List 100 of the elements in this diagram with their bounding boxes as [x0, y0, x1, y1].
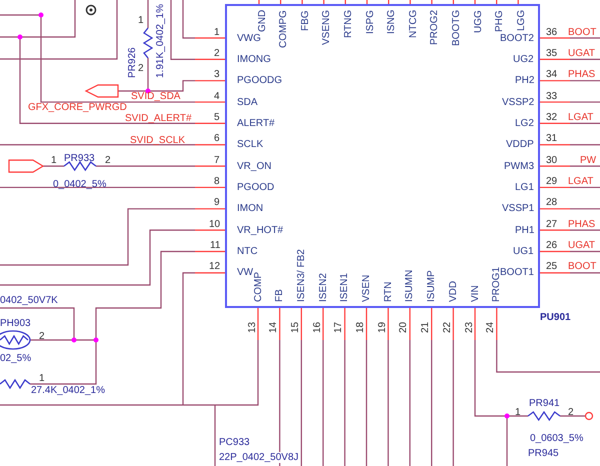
pin-number: 11 [210, 240, 220, 251]
pin-name: ISNG [386, 10, 398, 34]
pin-name: PWM3 [504, 160, 534, 172]
pin-name: BOOT1 [500, 267, 534, 278]
pin-name: SCLK [237, 139, 264, 150]
pin-name: PROG2 [429, 10, 440, 45]
pin-name: ALERT# [237, 118, 275, 129]
pin-name: UG2 [513, 54, 534, 65]
pin-number: 36 [546, 26, 558, 38]
pin-name: VDDP [506, 139, 534, 150]
pin-number: 15 [290, 322, 301, 333]
pin-number: 18 [355, 322, 366, 333]
pin-number: 12 [209, 261, 220, 272]
pin-number: 1 [138, 14, 144, 26]
component-label: PC933 [219, 436, 250, 448]
pin-name: VSEN [361, 274, 372, 302]
net-label: LGAT [568, 112, 594, 123]
pin-name: FB [274, 289, 286, 302]
pin-number: 1 [51, 154, 57, 166]
pin-name: ISUMP [426, 270, 438, 302]
pin-number: 22 [442, 322, 453, 333]
net-label: SVID_SCLK [130, 134, 186, 146]
pin-name: RTN [382, 282, 394, 302]
pin-name: LG2 [515, 118, 534, 129]
pin-name: BOOT2 [500, 32, 534, 44]
pin-number: 33 [546, 90, 558, 102]
net-label: UGAT [568, 48, 596, 59]
pin-number: 35 [546, 48, 558, 59]
pin-name: VSENG [321, 10, 332, 45]
net-label: LGAT [568, 176, 594, 187]
pin-name: COMPG [278, 10, 290, 48]
pin-name: IMONG [237, 54, 271, 65]
pin-number: 32 [546, 112, 558, 123]
pin-number: 1 [39, 372, 45, 384]
pin-name: ISUMN [404, 270, 416, 302]
net-label: PHAS [568, 218, 596, 230]
pin-name: VR_HOT# [237, 224, 284, 236]
pin-number: 31 [546, 133, 558, 144]
pin-name: PH1 [515, 224, 534, 236]
pin-number: 9 [214, 197, 220, 208]
pin-number: 2 [568, 406, 574, 418]
pin-name: VIN [470, 285, 480, 302]
pin-number: 25 [546, 261, 558, 272]
pin-number: 27 [546, 218, 558, 230]
pin-number: 29 [546, 176, 558, 187]
pin-number: 23 [464, 322, 474, 333]
net-label: SVID_ALERT# [125, 112, 192, 124]
pin-number: 13 [246, 322, 258, 333]
pin-name: ISEN1 [339, 273, 350, 302]
pin-number: 7 [214, 154, 220, 166]
pin-name: PGOOD [237, 182, 274, 193]
pin-name: UG1 [513, 246, 534, 257]
pin-name: VDD [448, 280, 459, 302]
pin-number: 28 [546, 197, 558, 208]
component-label: PH903 [0, 318, 31, 328]
pin-name: VSSP1 [502, 203, 534, 214]
pin-number: 1 [515, 406, 521, 418]
pin-number: 17 [333, 322, 344, 333]
component-label: PR933 [64, 152, 95, 164]
component-label: 1.91K_0402_1% [154, 4, 166, 78]
component-label: PR941 [529, 398, 560, 408]
pin-number: 3 [214, 69, 220, 80]
component-label: 27.4K_0402_1% [31, 384, 105, 396]
pin-name: VW [237, 267, 254, 278]
component-label: 0402_50V7K [0, 294, 58, 306]
ic-chip-box [225, 4, 540, 308]
component-label: 0_0402_5% [53, 178, 106, 190]
pin-number: 8 [214, 176, 220, 187]
net-label: BOOT [568, 26, 596, 38]
pin-number: 24 [485, 322, 496, 333]
pin-name: NTCG [408, 10, 419, 38]
pin-number: 2 [105, 154, 111, 166]
pin-name: COMP [252, 272, 264, 302]
pin-name: ISPG [364, 10, 376, 34]
net-label: PHAS [568, 69, 596, 80]
pin-name: BOOTG [450, 10, 462, 46]
pin-name: ISEN3/ FB2 [296, 249, 307, 302]
net-label: SVID_SDA [131, 90, 180, 102]
pin-name: LG1 [515, 182, 534, 193]
pin-name: VWG [237, 32, 261, 44]
pin-number: 16 [312, 322, 323, 333]
part-designator: PU901 [540, 312, 571, 322]
pin-name: ISEN2 [318, 273, 329, 302]
pin-name: UGG [472, 10, 484, 33]
pin-number: 4 [214, 90, 220, 102]
pin-number: 26 [546, 240, 558, 251]
pin-number: 1 [214, 26, 220, 38]
component-label: PR926 [126, 47, 138, 78]
pin-number: 30 [546, 154, 558, 166]
component-label: 22P_0402_50V8J [219, 452, 299, 462]
pin-number: 2 [39, 330, 45, 342]
pin-name: IMON [237, 203, 264, 214]
pin-number: 20 [398, 322, 410, 333]
pin-name: VSSP2 [502, 96, 534, 108]
net-label: PW [580, 154, 596, 166]
pin-name: PHG [494, 10, 506, 32]
pin-name: GND [256, 10, 268, 32]
pin-number: 5 [214, 112, 220, 123]
net-label: UGAT [568, 240, 596, 251]
pin-number: 14 [268, 322, 280, 333]
